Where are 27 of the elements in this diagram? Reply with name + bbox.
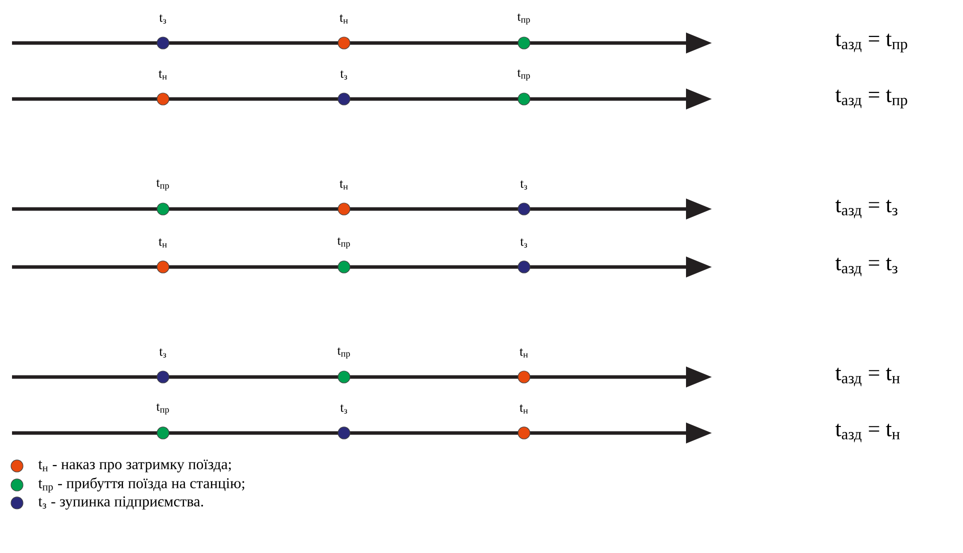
time-label: t$_{з}$ xyxy=(520,238,528,248)
equation: t$_{азд}$ = t$_{з}$ xyxy=(835,200,898,218)
time-label: t$_{пр}$ xyxy=(337,237,350,248)
equation: t$_{азд}$ = t$_{з}$ xyxy=(835,258,898,276)
equation: t$_{азд}$ = t$_{пр}$ xyxy=(835,34,908,52)
time-label: t$_{пр}$ xyxy=(517,13,530,24)
time-label: t$_{пр}$ xyxy=(156,179,169,190)
time-label: t$_{з}$ xyxy=(520,180,528,190)
time-label: t$_{н}$ xyxy=(158,70,167,80)
time-label: t$_{пр}$ xyxy=(337,347,350,358)
time-label: t$_{н}$ xyxy=(158,238,167,248)
time-label: t$_{пр}$ xyxy=(517,69,530,80)
time-label: t$_{н}$ xyxy=(520,348,528,358)
equation: t$_{азд}$ = t$_{пр}$ xyxy=(835,90,908,108)
time-label: t$_{з}$ xyxy=(159,14,166,24)
time-label: t$_{з}$ xyxy=(340,404,348,414)
legend-text: t$_{з}$ - зупинка підприємства. xyxy=(38,496,203,510)
time-label: t$_{н}$ xyxy=(340,180,348,190)
time-label: t$_{пр}$ xyxy=(156,403,169,414)
legend-text: t$_{пр}$ - прибуття поїзда на станцію; xyxy=(38,477,244,493)
equation: t$_{азд}$ = t$_{н}$ xyxy=(835,368,900,386)
time-label: t$_{з}$ xyxy=(159,348,166,358)
equation: t$_{азд}$ = t$_{н}$ xyxy=(835,424,900,442)
time-label: t$_{з}$ xyxy=(340,70,348,80)
time-label: t$_{н}$ xyxy=(340,14,348,24)
time-label: t$_{н}$ xyxy=(520,404,528,414)
legend-text: t$_{н}$ - наказ про затримку поїзда; xyxy=(38,460,231,472)
